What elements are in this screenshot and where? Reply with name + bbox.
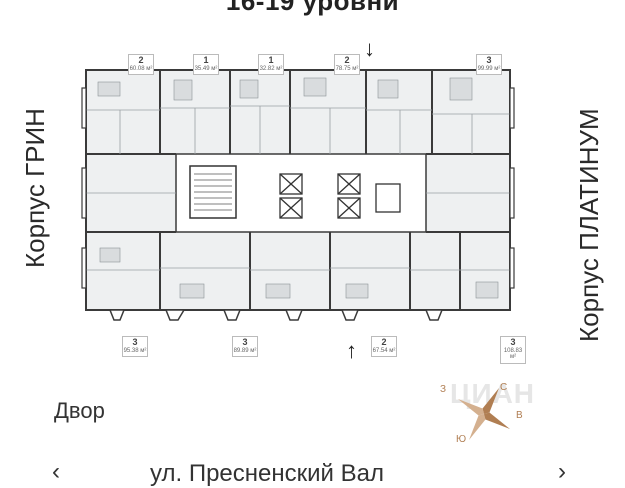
badge-area: 35.49 м²: [194, 65, 218, 72]
entrance-arrow-top-icon: ↓: [364, 36, 375, 61]
street-label: ул. Пресненский Вал: [150, 460, 384, 487]
badge-rooms: 3: [510, 337, 516, 347]
chevron-right-icon: ›: [558, 458, 566, 485]
badge-rooms: 1: [203, 55, 209, 65]
elevator-shafts: [279, 173, 361, 219]
badge-rooms: 3: [486, 55, 492, 65]
badge-rooms: 2: [344, 55, 350, 65]
compass-south-label: Ю: [456, 434, 467, 445]
badge-area: 67.54 м²: [372, 347, 396, 354]
entrance-arrow-bottom-icon: ↑: [346, 338, 357, 363]
floor-plan: [81, 69, 515, 321]
badge-area: 60.08 м²: [129, 65, 153, 72]
compass-west-label: З: [440, 384, 447, 395]
badge-area: 78.75 м²: [335, 65, 359, 72]
badge-rooms: 2: [381, 337, 387, 347]
compass-rose-icon: [458, 388, 510, 440]
compass-east-label: В: [516, 410, 523, 421]
plan-title: 16-19 уровни: [225, 0, 400, 16]
badge-area: 99.99 м²: [477, 65, 501, 72]
badge-rooms: 1: [268, 55, 274, 65]
badge-rooms: 2: [138, 55, 144, 65]
badge-area: 108.83 м²: [503, 347, 523, 361]
compass-north-label: С: [500, 382, 508, 393]
building-label-left: Корпус ГРИН: [20, 108, 50, 268]
courtyard-label: Двор: [54, 398, 105, 423]
badge-area: 95.38 м²: [123, 347, 147, 354]
badge-area: 32.82 м²: [259, 65, 283, 72]
badge-rooms: 3: [132, 337, 138, 347]
building-label-right: Корпус ПЛАТИНУМ: [574, 108, 604, 342]
chevron-left-icon: ‹: [52, 458, 60, 485]
badge-rooms: 3: [242, 337, 248, 347]
badge-area: 89.89 м²: [233, 347, 257, 354]
